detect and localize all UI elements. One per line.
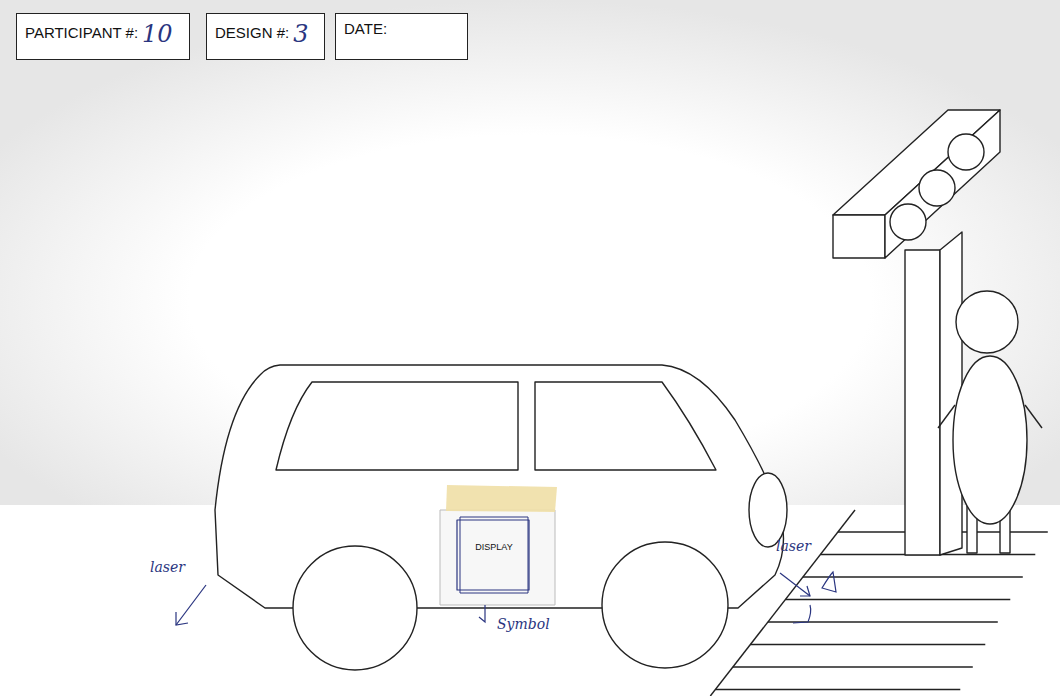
- laser-note: laser: [150, 559, 185, 575]
- pedestrian: [938, 291, 1042, 553]
- design-field: DESIGN #:3: [206, 13, 325, 60]
- field-label: PARTICIPANT #:: [25, 24, 138, 41]
- participant-field: PARTICIPANT #:10: [16, 13, 190, 60]
- field-label: DESIGN #:: [215, 24, 289, 41]
- symbol-note: Symbol: [497, 616, 550, 632]
- van: [215, 365, 787, 670]
- field-label: DATE:: [344, 20, 387, 37]
- date-field: DATE:: [335, 13, 468, 60]
- laser-note: laser: [776, 538, 811, 554]
- handwritten-value: 3: [293, 20, 308, 48]
- field-label: DISPLAY: [475, 542, 512, 552]
- display-panel: DISPLAY: [458, 530, 530, 554]
- handwritten-value: 10: [142, 20, 173, 48]
